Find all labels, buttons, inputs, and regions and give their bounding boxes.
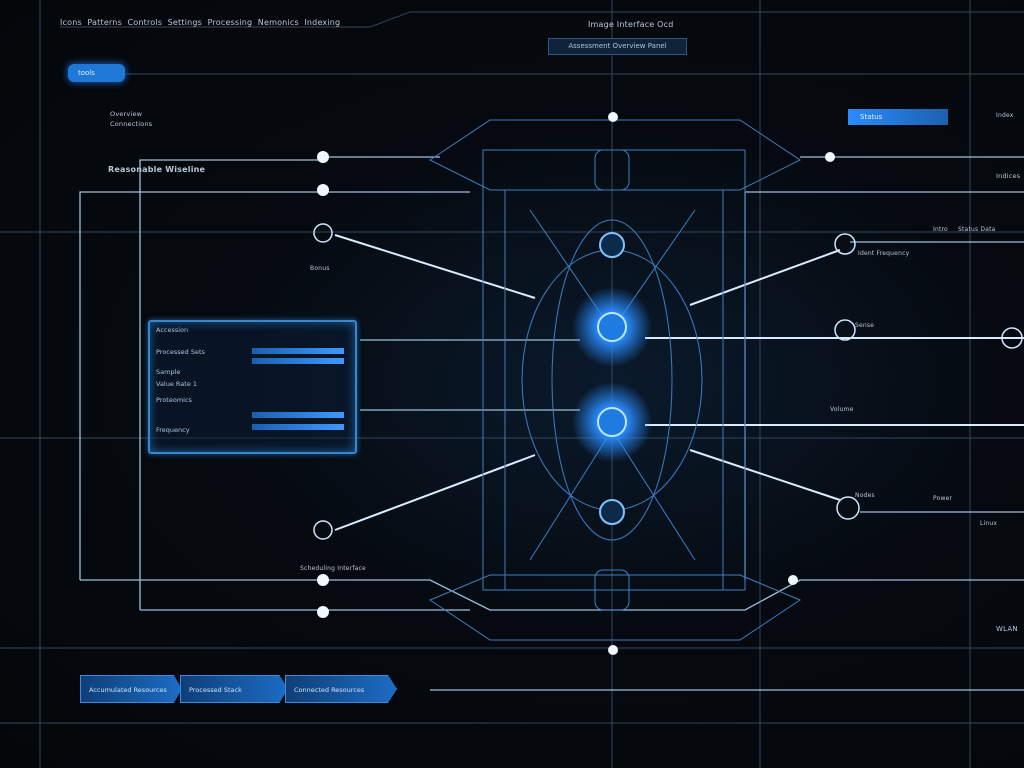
bottom-button-2[interactable]: Processed Stack [180, 675, 288, 703]
right-label: Sense [855, 322, 875, 329]
panel-bar [252, 348, 344, 354]
central-machine [428, 119, 802, 641]
right-label: Status Data [958, 226, 996, 233]
panel-row: Processed Sets [156, 348, 205, 356]
central-nodes [572, 232, 652, 525]
right-label: Ident Frequency [858, 250, 910, 257]
status-bar[interactable]: Status [848, 109, 948, 125]
menu-item[interactable]: Controls [127, 18, 163, 27]
panel-row: Frequency [156, 426, 190, 434]
section-label: Overview [110, 110, 143, 118]
panel-bar [252, 412, 344, 418]
junction-dots [317, 112, 835, 655]
side-label: Indices [996, 172, 1021, 180]
menu-item[interactable]: Processing [207, 18, 253, 27]
panel-row: Accession [156, 326, 189, 334]
menu-item[interactable]: Settings [167, 18, 203, 27]
right-label: Intro [933, 226, 948, 233]
panel-bar [252, 424, 344, 430]
right-label: Linux [980, 520, 998, 527]
right-label: Nodes [855, 492, 875, 499]
tools-tag[interactable]: tools [68, 64, 125, 82]
menu-item[interactable]: Icons [60, 18, 82, 27]
top-menu: Icons Patterns Controls Settings Process… [60, 18, 340, 27]
section-sub: Connections [110, 120, 153, 128]
menu-item[interactable]: Patterns [87, 18, 122, 27]
info-panel: Accession Processed Sets Sample Value Ra… [148, 320, 357, 454]
header-subtitle-box[interactable]: Assessment Overview Panel [548, 38, 687, 55]
side-nodes [313, 223, 1023, 540]
bottom-node-label: Scheduling Interface [300, 565, 366, 572]
bottom-button-1[interactable]: Accumulated Resources [80, 675, 182, 703]
panel-bar [252, 358, 344, 364]
top-right-label: Index [996, 112, 1014, 119]
connector-lines [334, 234, 1024, 531]
edge-label: WLAN [996, 625, 1018, 633]
header-title: Image Interface Ocd [588, 20, 674, 29]
menu-item[interactable]: Nemonics [257, 18, 299, 27]
right-label: Volume [830, 406, 854, 413]
right-label: Power [933, 495, 953, 502]
bottom-button-3[interactable]: Connected Resources [285, 675, 397, 703]
left-heading: Reasonable Wiseline [108, 165, 206, 174]
node-label: Bonus [310, 265, 330, 272]
panel-row: Sample [156, 368, 181, 376]
panel-row: Proteomics [156, 396, 192, 404]
menu-item[interactable]: Indexing [304, 18, 341, 27]
panel-row: Value Rate 1 [156, 380, 198, 388]
